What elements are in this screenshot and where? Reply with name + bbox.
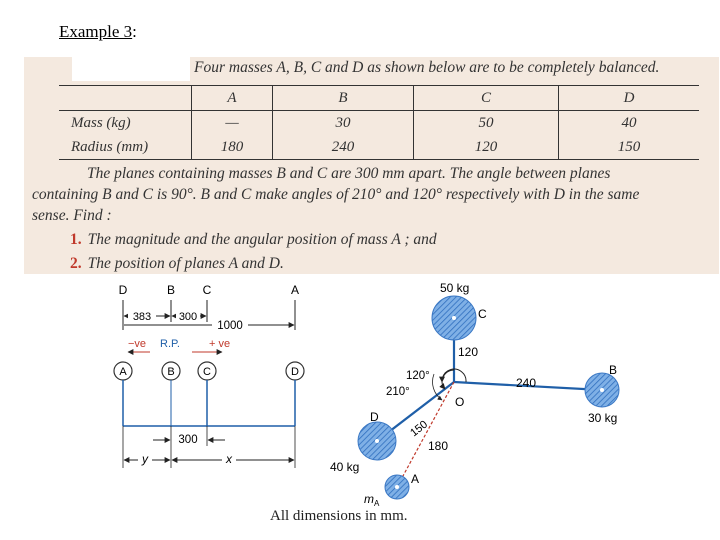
paragraph-line: The planes containing masses B and C are…: [87, 165, 611, 182]
panel-blank-area: [72, 57, 190, 81]
angular-position-diagram: 50 kg C 120 120° 210° 240 B 30 kg O D 15…: [330, 281, 620, 508]
example-title: Example 3: [59, 22, 133, 41]
plane-circle-label: A: [119, 366, 127, 378]
dim-383-label: 383: [133, 311, 151, 323]
center-dot: [395, 485, 399, 489]
negative-direction-label: −ve: [128, 338, 146, 350]
task-text: The position of planes A and D.: [87, 255, 284, 272]
table-cell: 240: [272, 135, 414, 160]
center-dot: [375, 439, 379, 443]
plane-label-c: C: [203, 283, 212, 297]
radius-d-label: 150: [408, 418, 430, 439]
plane-diagram: D B C A 383 300 1000 −ve R.P. + ve A: [113, 283, 305, 468]
task-list: 1. The magnitude and the angular position…: [70, 228, 437, 274]
point-b-label: B: [609, 363, 617, 377]
dim-300-top-label: 300: [179, 311, 197, 323]
figure-caption: All dimensions in mm.: [270, 508, 408, 524]
table-row: Radius (mm) 180 240 120 150: [59, 135, 699, 160]
dim-y-label: y: [141, 452, 149, 466]
radius-c-label: 120: [458, 345, 478, 359]
table-header-cell: B: [272, 85, 414, 111]
plane-circle-label: C: [203, 366, 211, 378]
table-cell: 50: [413, 110, 559, 135]
plane-marker-c: C: [197, 361, 217, 381]
table-cell: 120: [413, 135, 559, 160]
table-cell: 150: [558, 135, 699, 160]
mass-b-label: 30 kg: [588, 411, 617, 425]
point-d-label: D: [370, 410, 379, 424]
table-header-cell: A: [191, 85, 273, 111]
table-header-cell: D: [558, 85, 699, 111]
mass-d-label: 40 kg: [330, 460, 359, 474]
mass-a-symbol-m: m: [364, 492, 374, 506]
center-dot: [600, 388, 604, 392]
table-cell: 180: [191, 135, 273, 160]
angle-210-label: 210°: [386, 386, 410, 398]
table-header-cell: [59, 85, 192, 111]
plane-label-b: B: [167, 283, 175, 297]
table-cell: 40: [558, 110, 699, 135]
angle-arc-inner: [432, 373, 443, 401]
paragraph-line: containing B and C is 90°. B and C make …: [32, 186, 640, 203]
problem-intro: Four masses A, B, C and D as shown below…: [194, 59, 660, 76]
example-heading: Example 3:: [59, 22, 137, 42]
heading-colon: :: [132, 22, 137, 41]
radius-a-label: 180: [428, 439, 448, 453]
dim-x-label: x: [225, 452, 233, 466]
table-cell: 30: [272, 110, 414, 135]
table-cell: —: [191, 110, 273, 135]
label-bg: [176, 310, 200, 322]
problem-panel: Four masses A, B, C and D as shown below…: [24, 57, 719, 274]
plane-circle-label: B: [167, 366, 174, 378]
task-item: 1. The magnitude and the angular position…: [70, 228, 437, 252]
origin-o-label: O: [455, 395, 464, 409]
plane-marker-a: A: [113, 361, 133, 381]
table-cell: Radius (mm): [59, 135, 192, 160]
angle-120-label: 120°: [406, 370, 430, 382]
point-a-label: A: [411, 472, 419, 486]
positive-direction-label: + ve: [209, 338, 230, 350]
task-number: 2.: [70, 255, 82, 272]
label-bg: [138, 452, 152, 465]
plane-marker-b: B: [161, 361, 181, 381]
mass-a-symbol: mA: [364, 492, 380, 508]
label-bg: [212, 318, 248, 331]
task-item: 2. The position of planes A and D.: [70, 252, 437, 274]
dim-300-bottom-label: 300: [178, 434, 197, 446]
angle-arc-120: [439, 369, 455, 383]
table-row: Mass (kg) — 30 50 40: [59, 110, 699, 135]
plane-marker-d: D: [285, 361, 305, 381]
mass-a-symbol-sub: A: [374, 499, 380, 508]
mass-c-label: 50 kg: [440, 281, 469, 295]
dim-1000-label: 1000: [217, 320, 243, 332]
task-number: 1.: [70, 231, 82, 248]
radius-b-label: 240: [516, 376, 536, 390]
label-bg: [128, 310, 156, 322]
problem-paragraph: The planes containing masses B and C are…: [32, 163, 714, 226]
plane-circle-label: D: [291, 366, 299, 378]
point-c-label: C: [478, 307, 487, 321]
center-dot: [452, 316, 456, 320]
label-bg: [222, 452, 236, 465]
angle-arc-210: [439, 368, 467, 390]
table-header-row: A B C D: [59, 85, 699, 111]
table-header-cell: C: [413, 85, 559, 111]
plane-label-d: D: [119, 283, 128, 297]
plane-label-a: A: [291, 283, 299, 297]
task-text: The magnitude and the angular position o…: [87, 231, 437, 248]
reference-plane-label: R.P.: [160, 338, 180, 350]
table-cell: Mass (kg): [71, 114, 131, 131]
mass-radius-table: A B C D Mass (kg) — 30 50 40 Radius (mm)…: [59, 85, 699, 160]
arm-b: [453, 380, 603, 392]
paragraph-line: sense. Find :: [32, 207, 112, 224]
